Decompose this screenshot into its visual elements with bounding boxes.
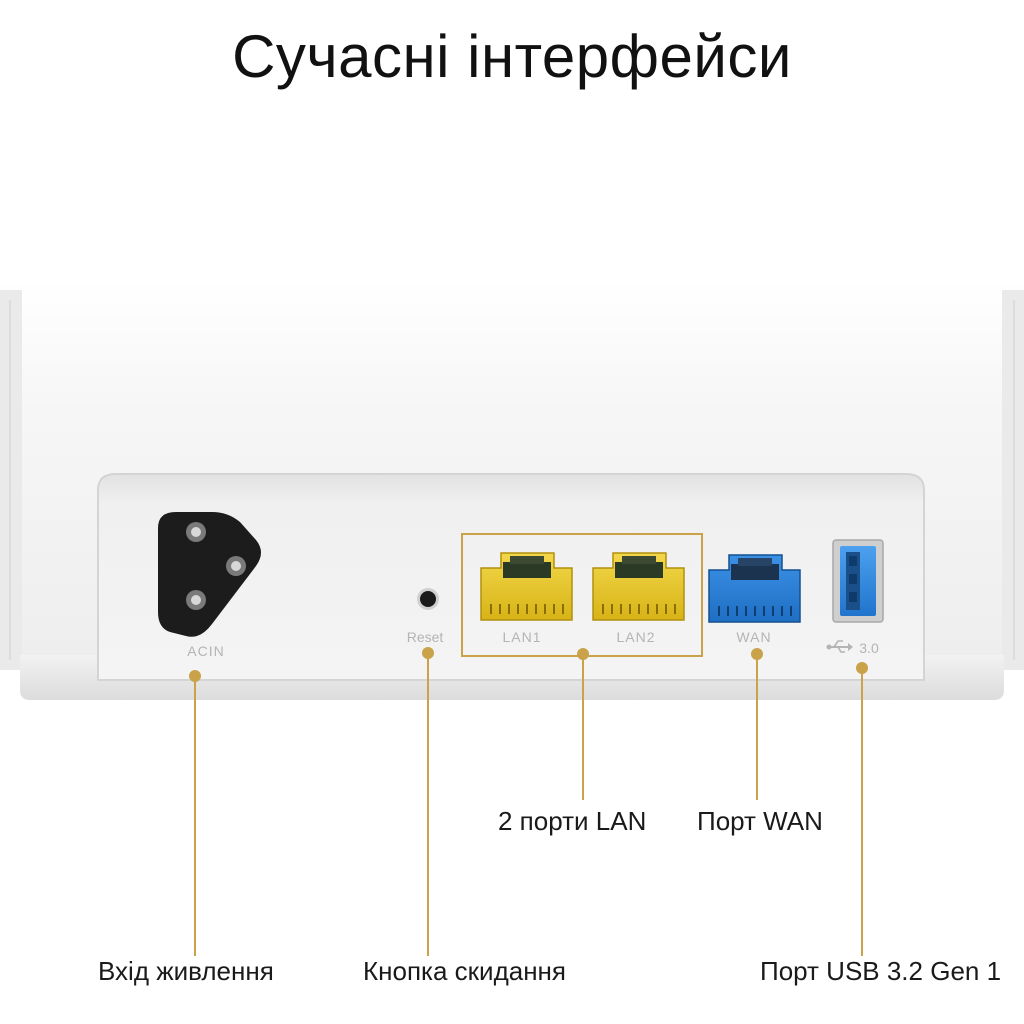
usb-port[interactable] bbox=[832, 539, 884, 623]
usb-marking: 3.0 bbox=[859, 640, 879, 656]
reset-button[interactable] bbox=[417, 588, 439, 610]
callout-lines bbox=[189, 647, 868, 956]
acin-marking: ACIN bbox=[187, 643, 224, 659]
ac-power-inlet[interactable] bbox=[158, 512, 261, 637]
lan2-marking: LAN2 bbox=[616, 629, 655, 645]
lan1-marking: LAN1 bbox=[502, 629, 541, 645]
power-input-label: Вхід живлення bbox=[98, 956, 274, 986]
usb-port-label: Порт USB 3.2 Gen 1 bbox=[760, 956, 1002, 986]
reset-marking: Reset bbox=[407, 629, 444, 645]
lan1-port[interactable] bbox=[480, 552, 573, 621]
lan-ports-label: 2 порти LAN bbox=[498, 806, 647, 836]
reset-button-label: Кнопка скидання bbox=[363, 956, 566, 986]
wan-marking: WAN bbox=[736, 629, 771, 645]
wan-port[interactable] bbox=[708, 554, 801, 623]
wan-port-label: Порт WAN bbox=[697, 806, 823, 836]
page-title: Сучасні інтерфейси bbox=[232, 23, 792, 90]
lan2-port[interactable] bbox=[592, 552, 685, 621]
usb-trident-icon bbox=[826, 640, 853, 653]
